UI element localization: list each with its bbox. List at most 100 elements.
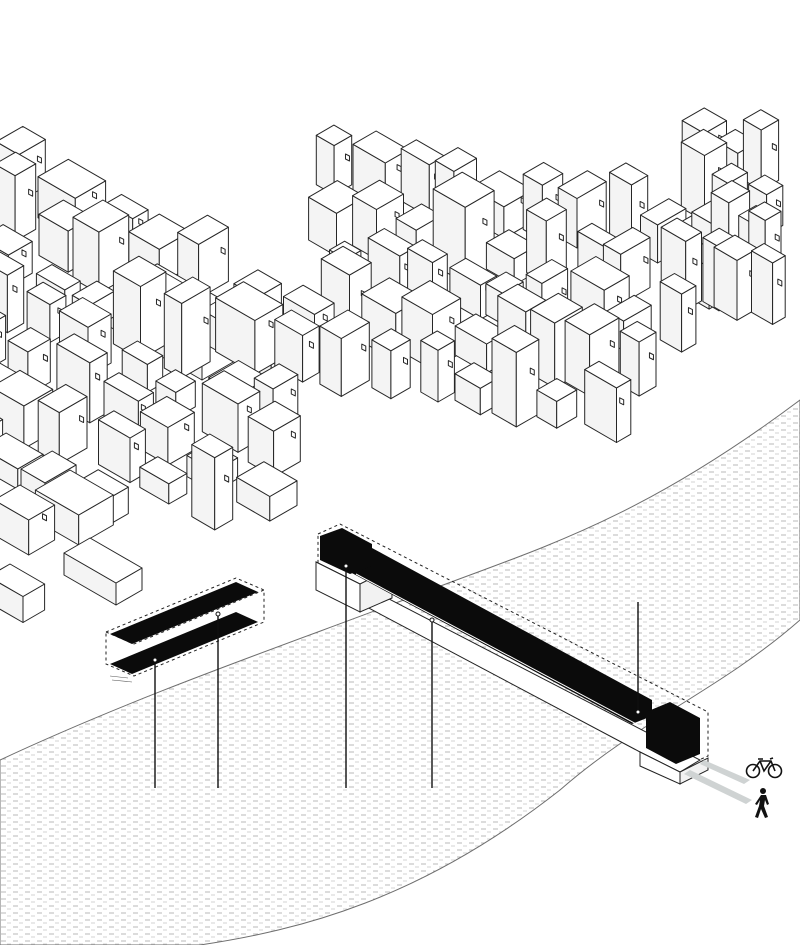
- building-face: [34, 469, 114, 516]
- building-face: [557, 170, 607, 199]
- window: [21, 249, 27, 258]
- building-face: [609, 162, 649, 186]
- building-face: [367, 228, 417, 257]
- building-face: [522, 161, 564, 186]
- window: [290, 388, 296, 397]
- building-face: [660, 217, 702, 242]
- building-face: [72, 199, 130, 233]
- building-face: [491, 337, 517, 428]
- building-face: [0, 224, 33, 256]
- window: [0, 331, 3, 338]
- building-face: [121, 340, 164, 365]
- building-face: [139, 395, 195, 428]
- building-face: [315, 124, 353, 147]
- building-face: [98, 410, 146, 439]
- building-face: [748, 201, 782, 221]
- window: [609, 339, 615, 348]
- window: [648, 352, 654, 361]
- window: [133, 442, 139, 451]
- lower-slab: [110, 612, 258, 674]
- building-face: [128, 213, 191, 250]
- window: [344, 153, 350, 162]
- building-face: [0, 311, 7, 320]
- window: [79, 415, 85, 424]
- building-face: [530, 292, 583, 324]
- building-face: [253, 363, 299, 390]
- building-face: [454, 362, 500, 389]
- building-face: [437, 340, 455, 403]
- building-face: [0, 484, 56, 521]
- building-face: [454, 313, 508, 345]
- building-face: [274, 309, 320, 336]
- building-face: [638, 331, 657, 397]
- building-face: [6, 265, 25, 334]
- window: [687, 307, 693, 316]
- window: [119, 236, 125, 245]
- building-face: [602, 226, 651, 255]
- building-face: [191, 433, 234, 459]
- building-face: [401, 280, 462, 315]
- building-face: [105, 193, 149, 220]
- building-face: [139, 456, 188, 485]
- building-face: [0, 251, 25, 276]
- building-face: [491, 324, 540, 353]
- building-face: [432, 171, 495, 208]
- city-buildings: [0, 107, 786, 623]
- building-face: [191, 444, 216, 531]
- window: [36, 155, 42, 164]
- building-face: [163, 292, 183, 379]
- bridge-beam: [350, 548, 652, 724]
- building-face: [37, 158, 107, 199]
- building-face: [163, 276, 211, 304]
- bridge: [315, 523, 752, 804]
- bike-lane: [700, 760, 750, 784]
- window: [322, 313, 328, 322]
- building-face: [616, 379, 632, 443]
- building-face: [14, 163, 37, 242]
- window: [529, 367, 535, 376]
- building-face: [20, 450, 77, 484]
- building-face: [201, 370, 261, 405]
- building-face: [0, 369, 54, 407]
- window: [482, 217, 488, 226]
- window: [771, 142, 777, 151]
- building-face: [236, 461, 298, 497]
- upper-slab: [110, 582, 258, 644]
- window: [308, 340, 314, 349]
- building-face: [247, 400, 301, 432]
- window: [92, 191, 98, 200]
- window: [203, 316, 209, 325]
- window: [361, 343, 367, 352]
- building-face: [352, 130, 409, 164]
- building-face: [584, 360, 632, 389]
- window: [224, 474, 230, 483]
- window: [28, 188, 34, 197]
- building-face: [713, 234, 759, 261]
- window: [403, 356, 409, 365]
- building-face: [659, 273, 697, 295]
- building-face: [748, 174, 784, 196]
- window: [619, 397, 625, 406]
- building-face: [420, 330, 455, 351]
- building-face: [59, 297, 112, 328]
- building-face: [681, 285, 697, 353]
- window: [95, 372, 101, 381]
- building-face: [112, 255, 167, 287]
- building-face: [103, 372, 154, 402]
- building-face: [680, 128, 728, 156]
- building-face: [352, 179, 404, 210]
- east-block: [646, 702, 700, 764]
- building-face: [177, 214, 229, 245]
- building-face: [371, 328, 411, 352]
- window: [558, 233, 564, 242]
- building-face: [640, 198, 687, 226]
- building-face: [319, 309, 370, 339]
- window: [599, 199, 605, 208]
- window: [775, 199, 781, 208]
- window: [184, 423, 190, 432]
- window: [268, 320, 274, 329]
- pedestrian-icon: [755, 788, 769, 818]
- building-face: [0, 314, 7, 363]
- window: [774, 233, 780, 242]
